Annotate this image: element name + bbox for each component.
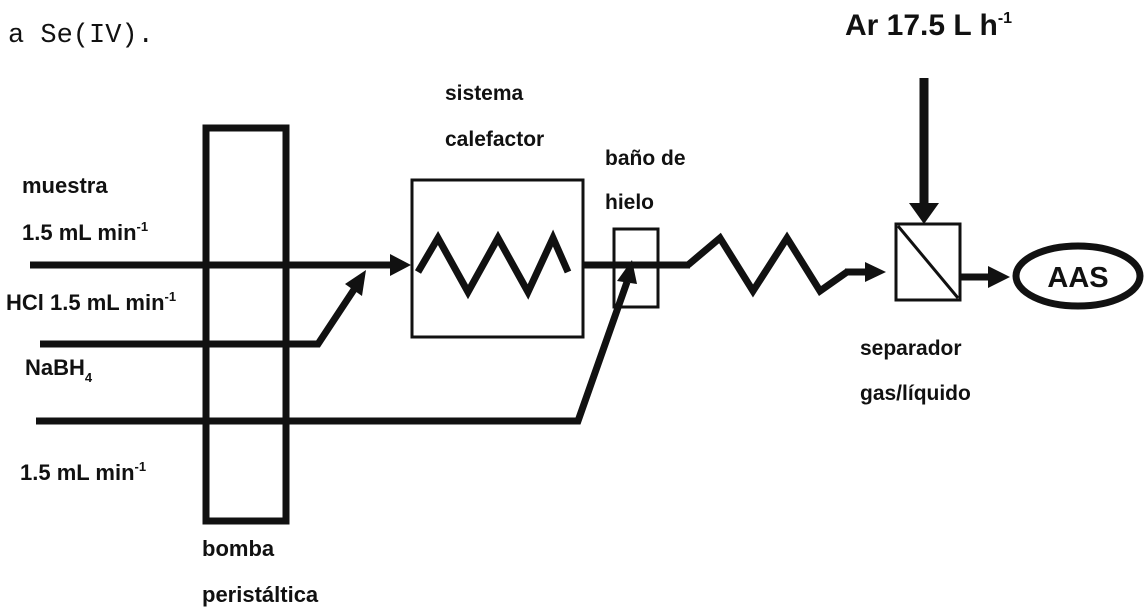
reaction-coil <box>685 231 850 298</box>
peristaltic-pump <box>202 124 290 525</box>
acid-arrowhead <box>345 270 366 296</box>
acid-label: HCl 1.5 mL min-1 <box>6 289 176 315</box>
heating-system-label-line2: calefactor <box>445 128 544 151</box>
heating-system-box <box>410 178 585 339</box>
detector-arrowhead <box>988 266 1010 288</box>
aas-detector <box>1012 242 1144 310</box>
reductant-label: NaBH4 <box>25 355 93 385</box>
sample-arrowhead <box>390 254 411 276</box>
heating-coil <box>414 229 572 300</box>
argon-arrowhead <box>909 203 939 224</box>
heating-system-label-line1: sistema <box>445 82 524 105</box>
argon-flow-label: Ar 17.5 L h-1 <box>845 9 1012 42</box>
pump-label-line1: bomba <box>202 536 275 561</box>
reductant-line <box>36 280 631 425</box>
separator-label-line2: gas/líquido <box>860 382 971 405</box>
separator-label-line1: separador <box>860 337 962 360</box>
ice-bath-label-line2: hielo <box>605 191 654 214</box>
coil-arrowhead <box>865 262 886 282</box>
acid-line <box>40 286 358 348</box>
separator-membrane <box>896 225 960 299</box>
sample-rate-label: 1.5 mL min-1 <box>22 219 148 245</box>
caption-fragment: a Se(IV). <box>8 21 154 51</box>
aas-label: AAS <box>1047 262 1108 294</box>
ice-bath-box <box>612 227 660 309</box>
pump-label-line2: peristáltica <box>202 582 319 607</box>
sample-label: muestra <box>22 173 108 198</box>
reductant-rate-label: 1.5 mL min-1 <box>20 459 146 485</box>
ice-bath-label-line1: baño de <box>605 147 686 170</box>
